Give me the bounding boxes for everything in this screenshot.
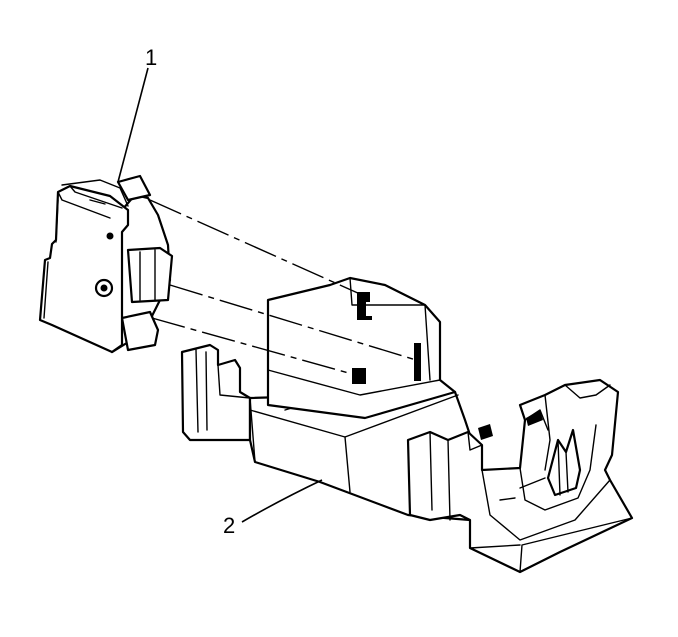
callout-1: 1 (117, 45, 157, 183)
slot-lower (352, 368, 366, 384)
alignment-lines (149, 199, 417, 375)
module-tab-lower (120, 310, 160, 352)
slot-upper (357, 292, 372, 320)
alignment-line-upper (149, 199, 361, 295)
module-top-tab (116, 174, 152, 202)
callout-2-leader (241, 479, 323, 523)
bracket-left-post (180, 343, 252, 442)
alignment-line-lower (151, 317, 353, 375)
clip-tines (546, 428, 582, 497)
alignment-line-middle (169, 284, 417, 361)
module-tab-upper (126, 246, 174, 304)
mounting-bracket (180, 276, 634, 574)
callout-1-leader (117, 67, 149, 183)
module-face (38, 184, 130, 354)
module-indicator-dot (106, 232, 114, 240)
callout-1-label: 1 (145, 45, 157, 70)
slot-middle (414, 343, 421, 381)
callout-2-label: 2 (223, 513, 235, 538)
electronic-module (38, 174, 174, 354)
callout-2: 2 (223, 479, 323, 538)
